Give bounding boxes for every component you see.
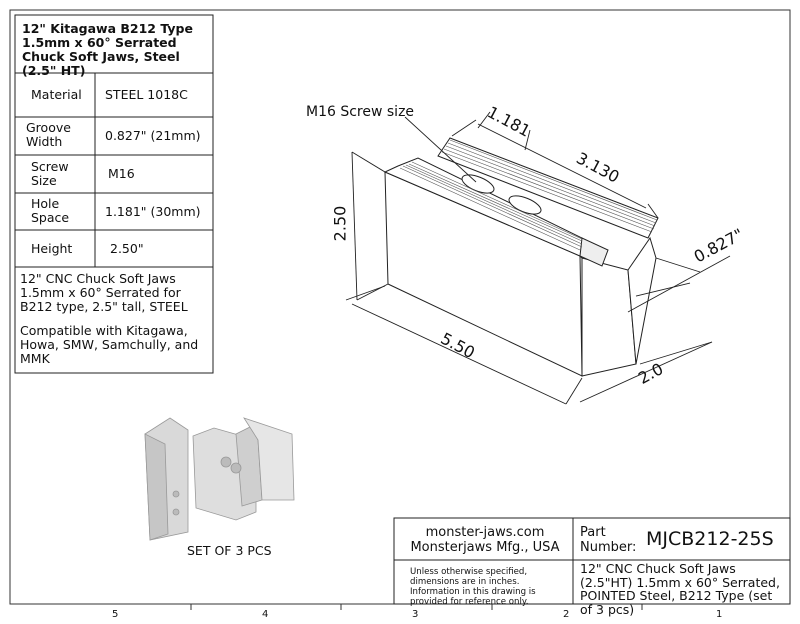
spec-table-grid [14, 14, 214, 374]
zone-label-1: 1 [716, 609, 723, 620]
screw-size-callout: M16 Screw size [306, 104, 415, 120]
spec-value-groove-width: 0.827" (21mm) [105, 128, 201, 143]
spec-description: 12" CNC Chuck Soft Jaws 1.5mm x 60° Serr… [20, 272, 215, 366]
spec-value-material: STEEL 1018C [105, 87, 188, 102]
spec-value-screw-size: M16 [108, 166, 135, 181]
set-caption: SET OF 3 PCS [187, 543, 272, 558]
title-block-grid [393, 517, 791, 605]
dim-height: 2.50 [330, 205, 350, 242]
company-name: Monsterjaws Mfg., USA [410, 540, 560, 555]
website: monster-jaws.com [425, 525, 545, 540]
spec-label-screw-size: Screw Size [31, 159, 69, 188]
zone-label-4: 4 [262, 609, 269, 620]
spec-label-material: Material [31, 87, 82, 102]
disclaimer: Unless otherwise specified, dimensions a… [410, 567, 536, 607]
spec-description-2: Compatible with Kitagawa, Howa, SMW, Sam… [20, 323, 199, 366]
jaw-isometric-drawing [383, 137, 659, 377]
spec-table-title: 12" Kitagawa B212 Type 1.5mm x 60° Serra… [22, 21, 193, 78]
zone-label-2: 2 [563, 609, 570, 620]
spec-description-1: 12" CNC Chuck Soft Jaws 1.5mm x 60° Serr… [20, 271, 188, 314]
spec-label-hole-space: Hole Space [31, 196, 70, 225]
zone-label-3: 3 [412, 609, 419, 620]
zone-label-5: 5 [112, 609, 119, 620]
dimension-lines [345, 111, 731, 405]
spec-label-groove-width: Groove Width [26, 120, 71, 149]
serrations [399, 139, 658, 251]
part-number: MJCB212-25S [646, 528, 774, 550]
part-number-label: Part Number: [580, 525, 637, 555]
set-of-3-thumbnail [144, 417, 295, 541]
part-description: 12" CNC Chuck Soft Jaws (2.5"HT) 1.5mm x… [580, 561, 780, 617]
spec-value-height: 2.50" [110, 241, 144, 256]
spec-label-height: Height [31, 241, 73, 256]
spec-value-hole-space: 1.181" (30mm) [105, 204, 201, 219]
